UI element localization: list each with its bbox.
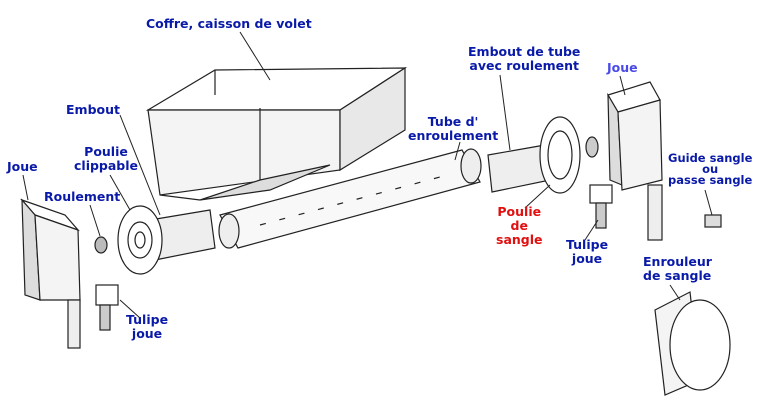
label-tube: Tube d'enroulement	[408, 114, 499, 143]
coffre-box	[145, 66, 408, 201]
tube-enroulement	[218, 148, 482, 249]
label-embout: Embout	[66, 102, 120, 117]
label-joue-left: Joue	[7, 159, 38, 174]
label-coffre: Coffre, caisson de volet	[146, 16, 312, 31]
label-roulement: Roulement	[44, 189, 121, 204]
right-joue	[589, 81, 722, 241]
leader-lines	[22, 31, 713, 319]
right-pulley	[487, 116, 599, 194]
left-joue	[20, 198, 119, 349]
left-pulley	[117, 205, 216, 275]
label-joue-right: Joue	[607, 60, 638, 75]
enrouleur-sangle	[654, 291, 731, 396]
